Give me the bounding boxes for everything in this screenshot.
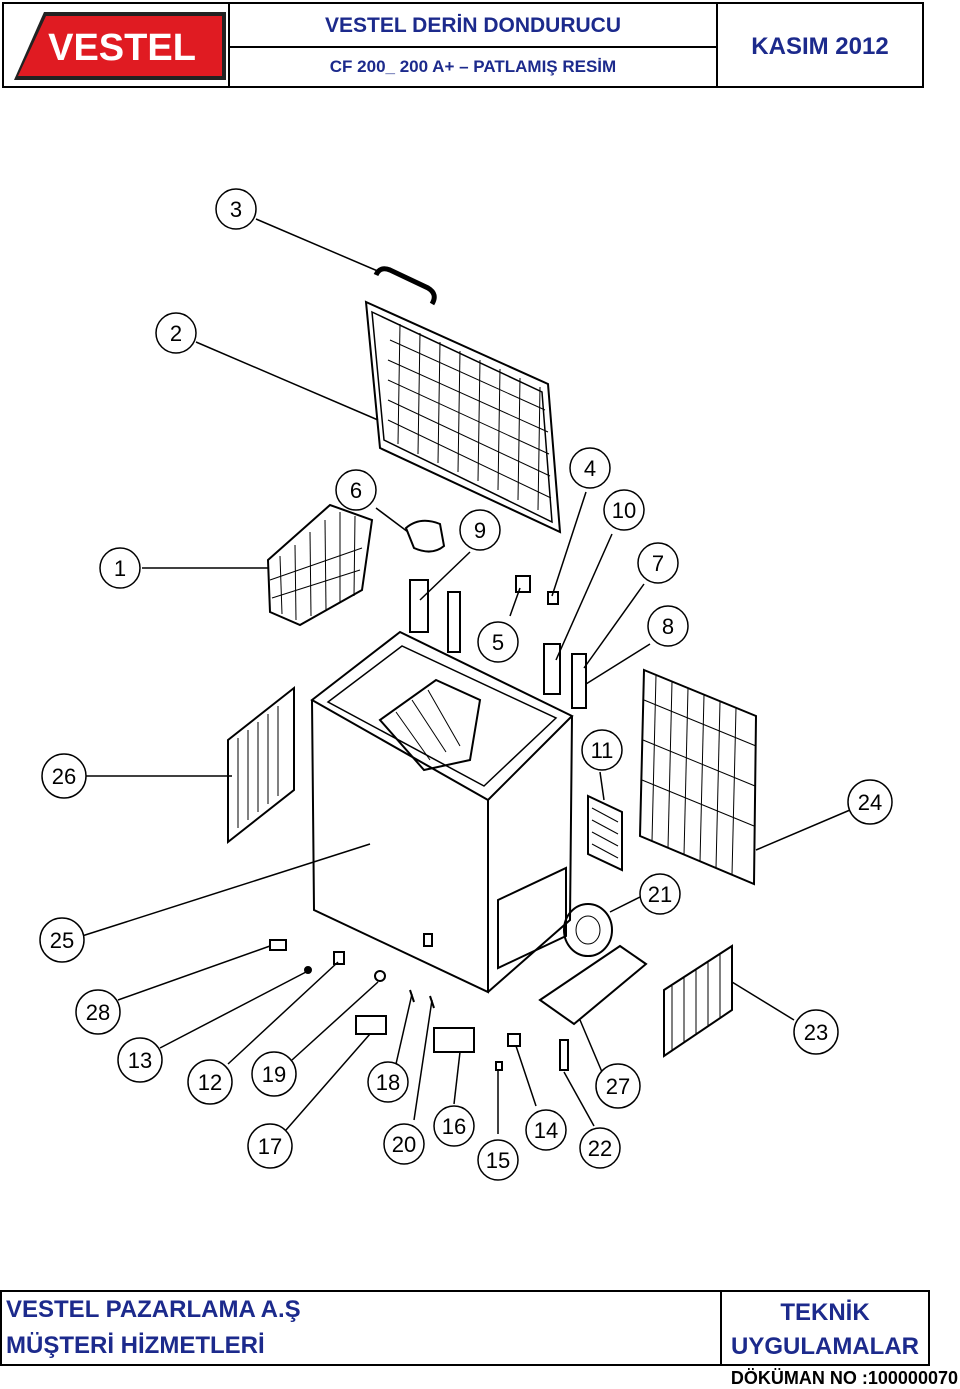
callout-16: 16 [442, 1114, 466, 1139]
dept-line-1: TEKNİK [780, 1299, 870, 1326]
document-subtitle: CF 200_ 200 A+ – PATLAMIŞ RESİM [329, 57, 617, 76]
callout-23: 23 [804, 1020, 828, 1045]
callout-6: 6 [350, 478, 362, 503]
callout-27: 27 [606, 1074, 630, 1099]
callout-8: 8 [662, 614, 674, 639]
callout-15: 15 [486, 1148, 510, 1173]
callout-17: 17 [258, 1134, 282, 1159]
title-cell: VESTEL DERİN DONDURUCU CF 200_ 200 A+ – … [230, 4, 718, 86]
callout-11: 11 [591, 738, 614, 763]
document-date: KASIM 2012 [751, 33, 889, 60]
document-title: VESTEL DERİN DONDURUCU [230, 4, 716, 48]
callout-10: 10 [612, 498, 636, 523]
logo-text: VESTEL [48, 27, 196, 69]
callout-20: 20 [392, 1132, 416, 1157]
document-number: DÖKÜMAN NO :100000070 [730, 1368, 958, 1388]
callout-22: 22 [588, 1136, 612, 1161]
callout-5: 5 [492, 630, 504, 655]
callout-1: 1 [114, 556, 126, 581]
callout-14: 14 [534, 1118, 558, 1143]
callout-25: 25 [50, 928, 74, 953]
callout-12: 12 [198, 1070, 222, 1095]
company-info: VESTEL PAZARLAMA A.Ş MÜŞTERİ HİZMETLERİ [2, 1292, 722, 1364]
callout-18: 18 [376, 1070, 400, 1095]
callout-3: 3 [230, 197, 242, 222]
callout-7: 7 [652, 551, 664, 576]
callout-28: 28 [86, 1000, 110, 1025]
vestel-logo: VESTEL [4, 4, 230, 86]
footer-block: VESTEL PAZARLAMA A.Ş MÜŞTERİ HİZMETLERİ … [0, 1290, 930, 1366]
company-department: MÜŞTERİ HİZMETLERİ [6, 1332, 265, 1359]
callout-19: 19 [262, 1062, 286, 1087]
callout-4: 4 [584, 456, 596, 481]
callout-26: 26 [52, 764, 76, 789]
department-info: TEKNİK UYGULAMALAR [722, 1292, 928, 1364]
callout-9: 9 [474, 518, 486, 543]
callout-21: 21 [648, 882, 672, 907]
dept-line-2: UYGULAMALAR [731, 1333, 919, 1360]
exploded-view-diagram: 3 2 1 6 9 4 10 7 8 5 11 26 25 24 21 23 2… [39, 188, 893, 1181]
company-name: VESTEL PAZARLAMA A.Ş [6, 1296, 301, 1323]
title-block: VESTEL VESTEL DERİN DONDURUCU CF 200_ 20… [2, 2, 924, 88]
callout-2: 2 [170, 321, 182, 346]
callout-24: 24 [858, 790, 882, 815]
callout-13: 13 [128, 1048, 152, 1073]
